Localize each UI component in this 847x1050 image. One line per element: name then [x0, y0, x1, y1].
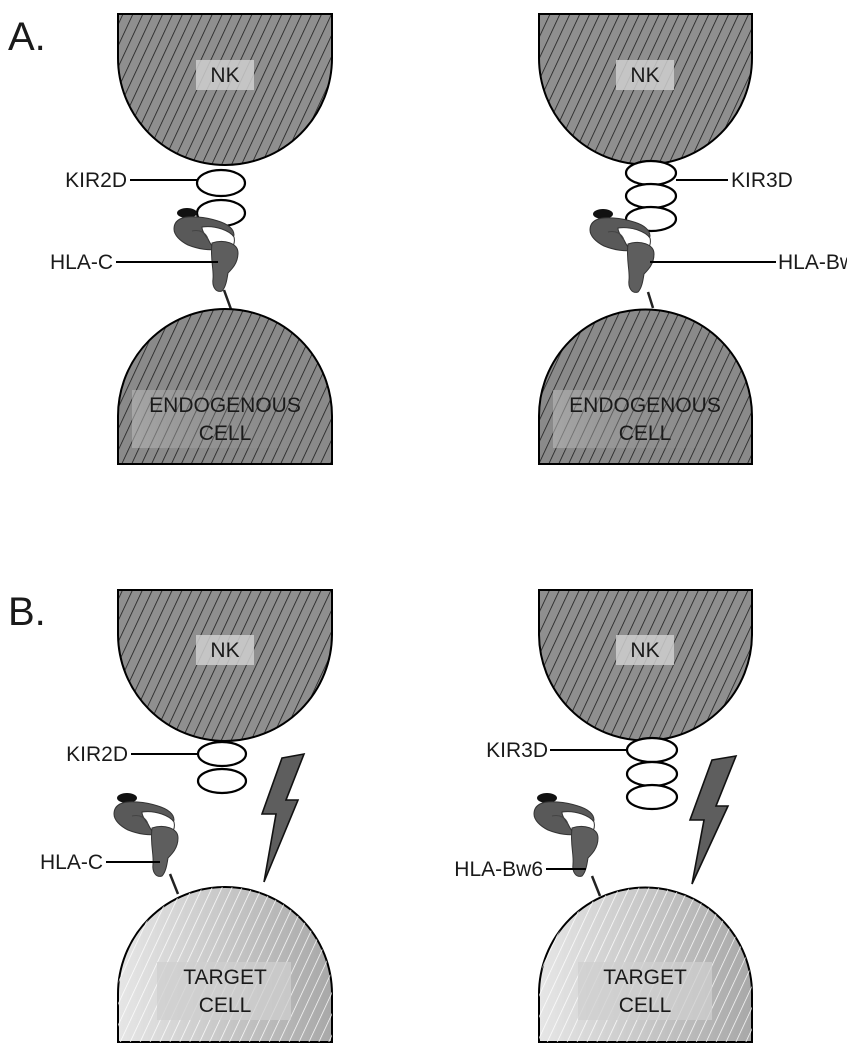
hla-stalk [590, 875, 602, 897]
kir-domain-ring [625, 736, 679, 764]
nk-label: NK [210, 639, 239, 662]
lightning-bolt [688, 754, 738, 885]
panel-b-letter: B. [8, 590, 46, 634]
kir-domain-ring [624, 159, 678, 187]
panel-a-left: NK KIR2D HLA-C ENDOGENOUS CELL [50, 13, 333, 465]
cell-label-line2: CELL [199, 994, 252, 1017]
hla-label: HLA-C [50, 251, 113, 274]
hla-molecule [113, 792, 179, 877]
kir-domain-ring [196, 767, 248, 795]
nk-label: NK [210, 64, 239, 87]
lightning-bolt [260, 752, 306, 883]
cell-label-line2: CELL [619, 994, 672, 1017]
panel-b-left: NK KIR2D HLA-C TARGET CELL [40, 589, 333, 1043]
kir-domain-ring [195, 168, 247, 198]
hla-stalk [168, 873, 180, 895]
hla-label: HLA-Bw6 [454, 858, 543, 881]
hla-label: HLA-C [40, 851, 103, 874]
cell-label-line1: TARGET [603, 966, 687, 989]
kir-label: KIR2D [65, 169, 127, 192]
cell-label-line2: CELL [619, 422, 672, 445]
nk-label: NK [630, 64, 659, 87]
kir-label: KIR3D [486, 739, 548, 762]
panel-a-letter: A. [8, 15, 46, 59]
nk-cell [117, 589, 333, 742]
nk-cell [538, 589, 753, 742]
cell-label-line1: TARGET [183, 966, 267, 989]
hla-label: HLA-Bw4 [778, 251, 847, 274]
kir-domain-ring [625, 783, 679, 811]
hla-stalk [646, 291, 655, 309]
panel-a-right: NK KIR3D HLA-Bw4 ENDOGENOUS CELL [538, 13, 847, 465]
cell-label-line2: CELL [199, 422, 252, 445]
nk-label: NK [630, 639, 659, 662]
kir-domain-ring [625, 760, 679, 788]
kir-label: KIR3D [731, 169, 793, 192]
kir-domain-ring [624, 182, 678, 210]
cell-label-line1: ENDOGENOUS [149, 394, 301, 417]
kir-domain-ring [196, 740, 248, 768]
panel-b-right: NK KIR3D HLA-Bw6 TARGET CELL [454, 589, 753, 1043]
cell-label-line1: ENDOGENOUS [569, 394, 721, 417]
hla-molecule [533, 792, 599, 877]
kir-label: KIR2D [66, 743, 128, 766]
